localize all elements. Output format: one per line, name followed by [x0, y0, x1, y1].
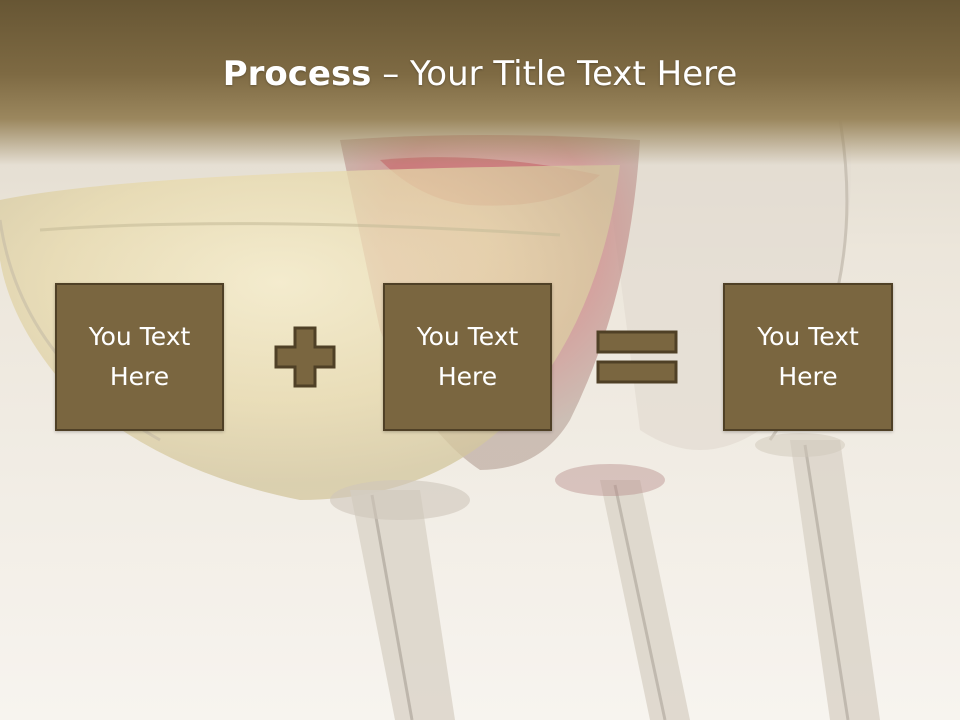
process-box-2[interactable]: You Text Here: [383, 283, 552, 431]
process-box-3-label: You Text Here: [757, 322, 859, 391]
plus-icon: [274, 326, 336, 388]
process-box-1[interactable]: You Text Here: [55, 283, 224, 431]
title-bar: [0, 0, 960, 165]
process-box-1-label: You Text Here: [88, 322, 191, 391]
slide-title: Process – Your Title Text Here: [0, 52, 960, 96]
process-box-3[interactable]: You Text Here: [723, 283, 893, 431]
process-box-2-label: You Text Here: [416, 322, 519, 391]
title-bold: Process: [222, 54, 372, 94]
equals-icon: [596, 330, 678, 384]
title-rest: – Your Title Text Here: [371, 54, 738, 94]
